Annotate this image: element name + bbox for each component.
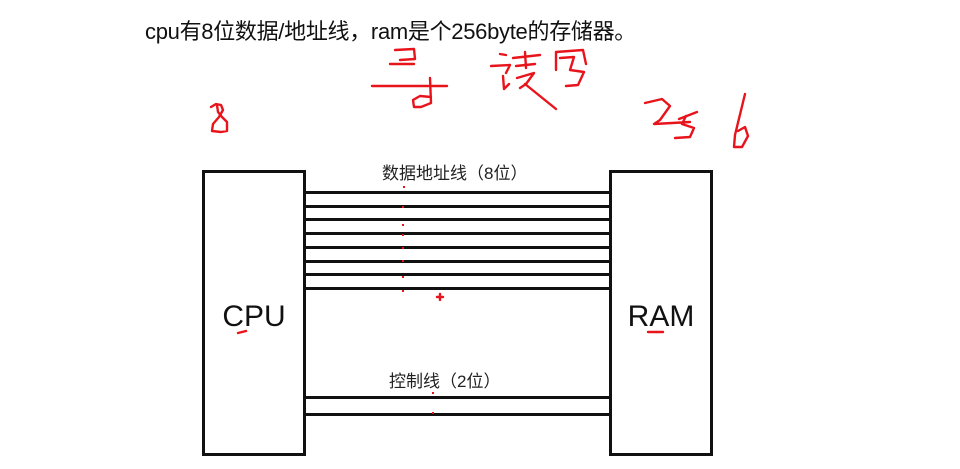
data-address-bus-wire [305, 286, 610, 290]
data-address-bus-wire [305, 245, 610, 249]
ram-label: RAM [627, 300, 695, 333]
annotation-pen-dot [432, 412, 434, 414]
data-address-bus-label: 数据地址线（8位） [382, 164, 528, 183]
annotation-pen-dot [432, 392, 434, 394]
annotation-read-write [489, 48, 588, 111]
annotation-pen-dot [403, 186, 405, 188]
annotation-8 [209, 102, 229, 134]
annotation-256 [643, 92, 750, 149]
annotation-pen-dot [402, 234, 404, 236]
data-address-bus-wire [305, 204, 610, 208]
data-address-bus-wire [305, 218, 610, 222]
control-bus-label: 控制线（2位） [389, 372, 501, 391]
annotation-pen-dot [402, 206, 404, 208]
data-address-bus-wire [305, 191, 610, 194]
cpu-block: CPU [202, 170, 306, 456]
annotation-xun [370, 47, 449, 109]
data-address-bus-wire [305, 273, 610, 277]
annotation-pen-dot [402, 224, 404, 226]
annotation-pen-dot [402, 276, 404, 278]
annotation-pen-dot [402, 247, 404, 249]
control-bus-wire [305, 413, 610, 416]
annotation-pen-dot [402, 260, 404, 262]
cpu-label: CPU [222, 300, 286, 333]
data-address-bus-wire [305, 232, 610, 236]
ram-block: RAM [609, 170, 713, 456]
data-address-bus-wire [305, 259, 610, 263]
annotation-pen-dot [402, 290, 404, 292]
description-heading: cpu有8位数据/地址线，ram是个256byte的存储器。 [145, 19, 636, 44]
annotation-plus-marker [435, 292, 445, 302]
control-bus-wire [305, 396, 610, 399]
